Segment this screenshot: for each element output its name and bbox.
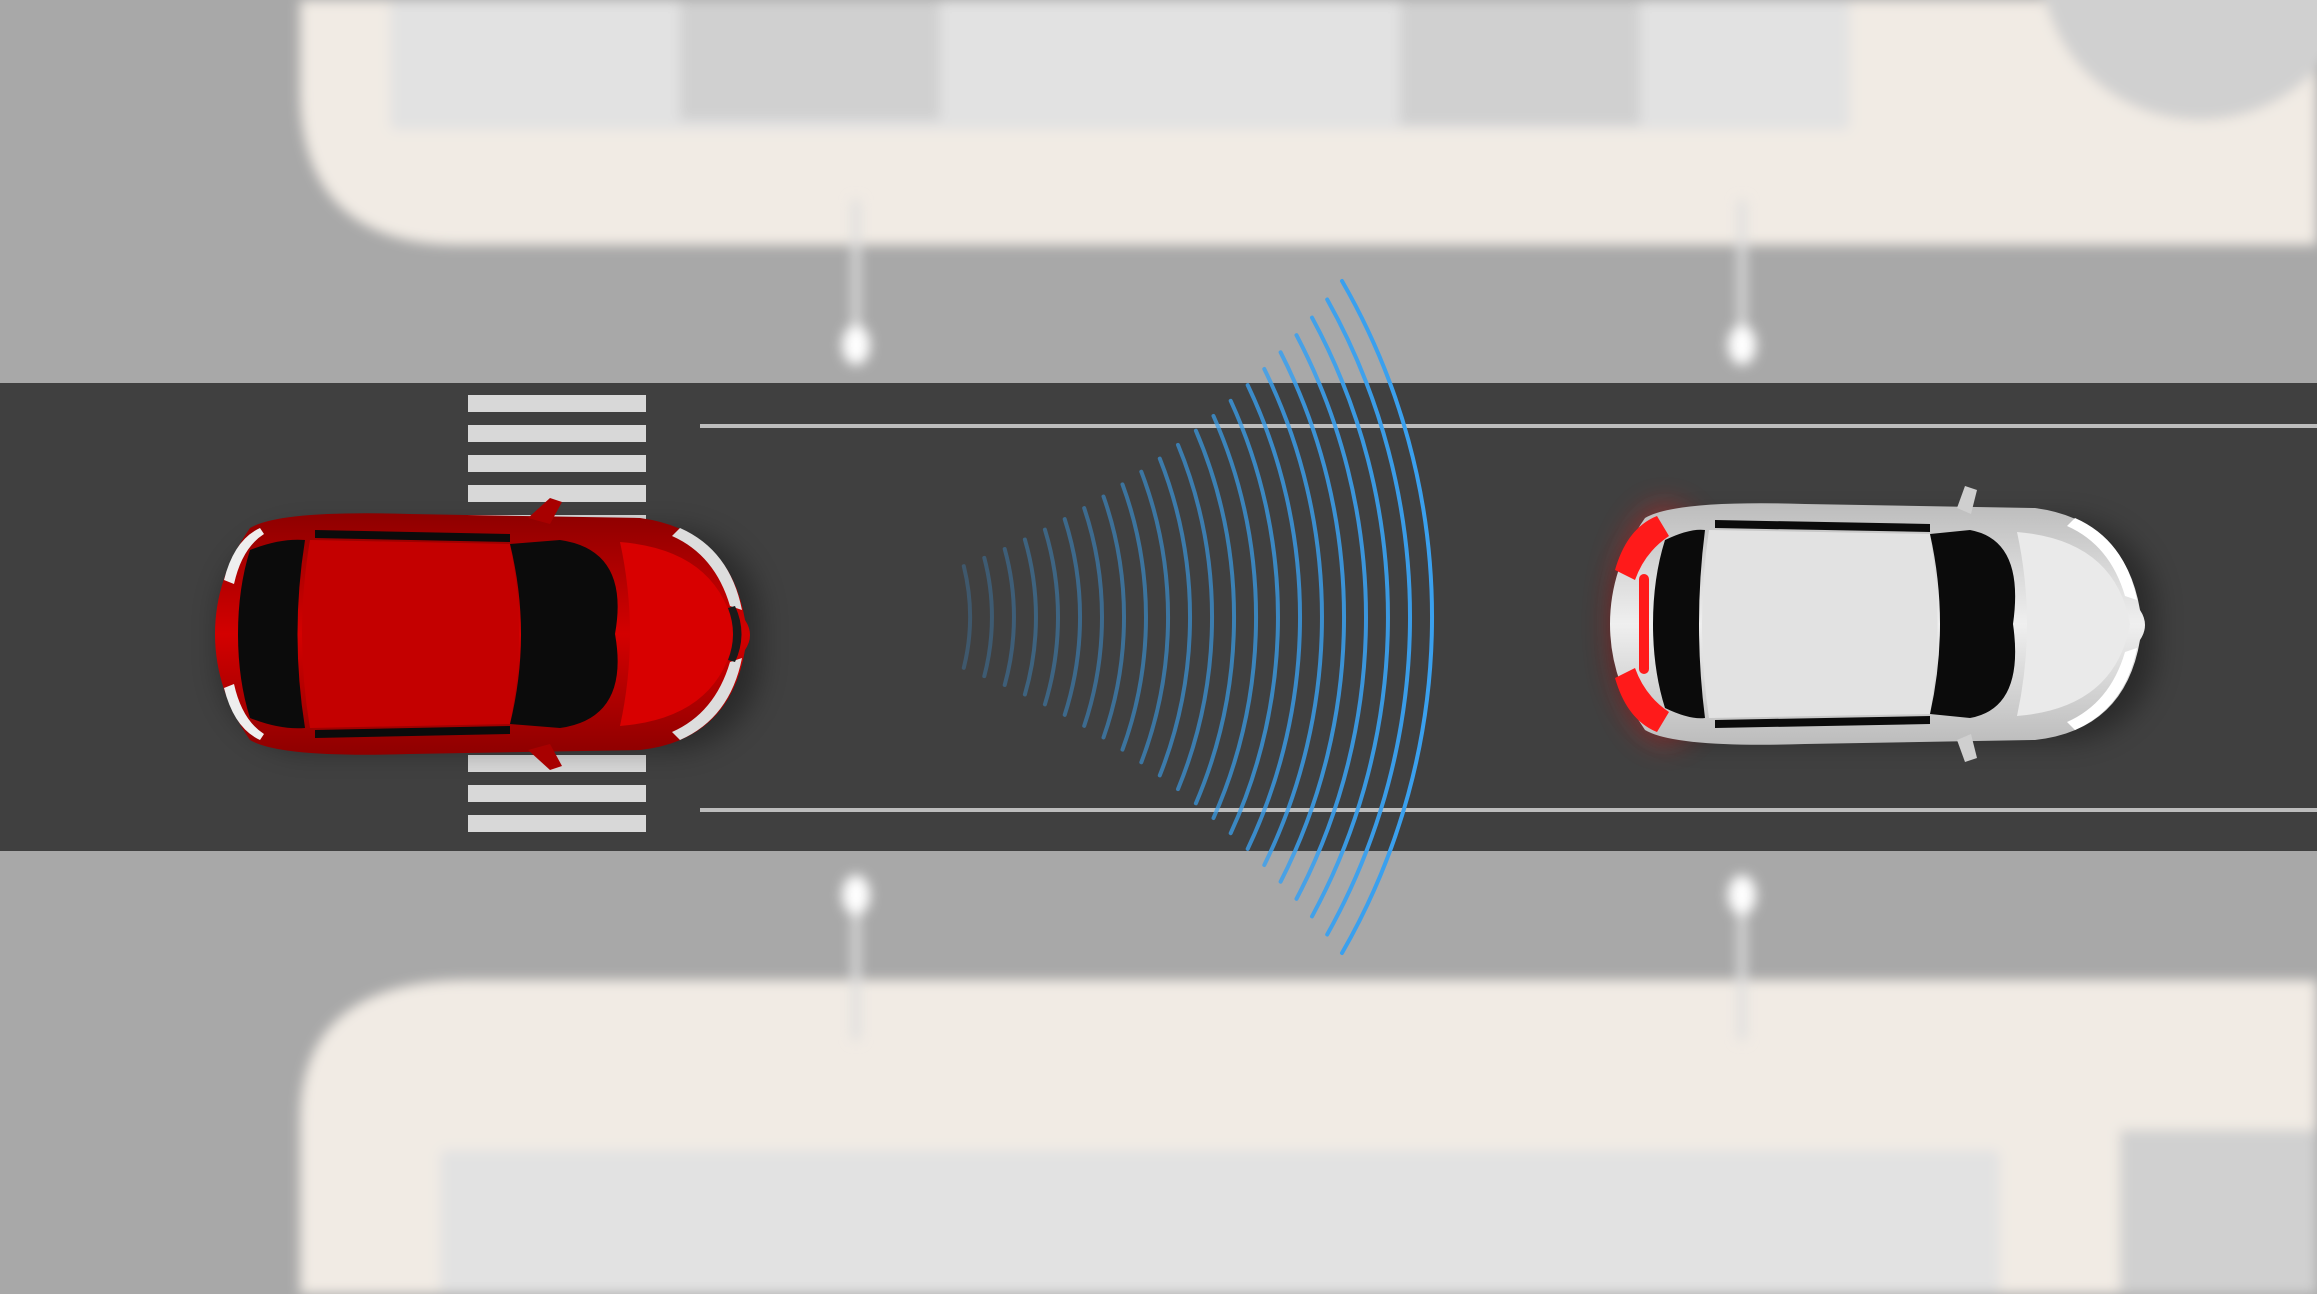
radar-arc	[1176, 442, 1215, 792]
crosswalk-stripe	[468, 425, 646, 442]
headlight	[672, 528, 742, 610]
hood	[620, 542, 735, 726]
lamp-head	[1728, 875, 1756, 915]
taillight	[224, 684, 264, 740]
side-mirror	[1957, 486, 1977, 514]
side-window	[315, 726, 510, 738]
brake-light-right	[1615, 668, 1669, 732]
lamp-head	[842, 325, 870, 365]
brake-light-left	[1615, 516, 1669, 580]
rear-window	[1653, 529, 1705, 719]
radar-arc	[1120, 482, 1148, 752]
lamp-post	[1738, 200, 1746, 350]
lamp-head	[842, 875, 870, 915]
radar-arc	[1262, 367, 1324, 867]
radar-arc	[1340, 279, 1434, 955]
rear-window	[238, 539, 305, 729]
headlight	[2067, 518, 2137, 600]
radar-arc	[961, 564, 972, 670]
radar-arc	[1310, 315, 1390, 919]
lamp-post	[1738, 880, 1746, 1040]
side-mirror	[1957, 734, 1977, 762]
top-tower	[2045, 0, 2317, 120]
headlight	[2067, 648, 2137, 730]
crosswalk-stripe	[468, 395, 646, 412]
lane-line-top	[700, 424, 2317, 428]
radar-arc	[1278, 350, 1347, 884]
radar-arc	[1211, 414, 1258, 820]
roof	[1702, 530, 1938, 718]
side-window	[1715, 716, 1930, 728]
lamp-post	[852, 880, 860, 1040]
lamp-head	[1728, 325, 1756, 365]
radar-waves-icon	[961, 279, 1434, 955]
crosswalk-stripe	[468, 785, 646, 802]
crosswalk-stripe	[468, 485, 646, 502]
hood	[2017, 532, 2130, 716]
top-building-wing	[680, 0, 940, 120]
bottom-city-block	[300, 980, 2317, 1294]
windshield	[510, 540, 618, 728]
radar-arc	[1193, 428, 1237, 806]
top-building-wing	[1400, 0, 1640, 125]
top-city-block	[300, 0, 2317, 245]
radar-arc	[1042, 527, 1060, 707]
crosswalk-stripe	[468, 815, 646, 832]
front-grille	[728, 606, 742, 662]
bottom-building-annex	[2120, 1130, 2317, 1294]
street-lamps-top	[842, 200, 1756, 365]
white-car-icon	[1610, 486, 2155, 762]
radar-arc	[1101, 494, 1127, 740]
street-lamps-bottom	[842, 875, 1756, 1040]
bottom-building	[440, 1150, 2000, 1294]
radar-arc	[1157, 456, 1192, 778]
radar-arc	[1325, 297, 1413, 937]
windshield	[1930, 530, 2016, 718]
lamp-post	[852, 200, 860, 350]
radar-arc	[982, 555, 994, 679]
taillight	[224, 528, 264, 584]
side-mirror	[528, 498, 562, 524]
radar-arc	[1294, 333, 1368, 901]
side-window	[315, 530, 510, 542]
radar-arc	[1002, 547, 1016, 687]
crosswalk-stripe	[468, 455, 646, 472]
radar-arc	[1062, 517, 1083, 717]
side-mirror	[528, 744, 562, 770]
headlight	[672, 658, 742, 740]
roof	[302, 540, 519, 728]
brake-light-center	[1639, 574, 1649, 674]
side-window	[1715, 520, 1930, 532]
radar-arc	[1139, 469, 1171, 765]
lane-line-bottom	[700, 808, 2317, 812]
radar-arc	[1082, 506, 1104, 728]
radar-arc	[1245, 383, 1302, 851]
radar-arc	[1022, 537, 1038, 697]
radar-arc	[1228, 398, 1280, 836]
red-car-icon	[215, 498, 760, 770]
